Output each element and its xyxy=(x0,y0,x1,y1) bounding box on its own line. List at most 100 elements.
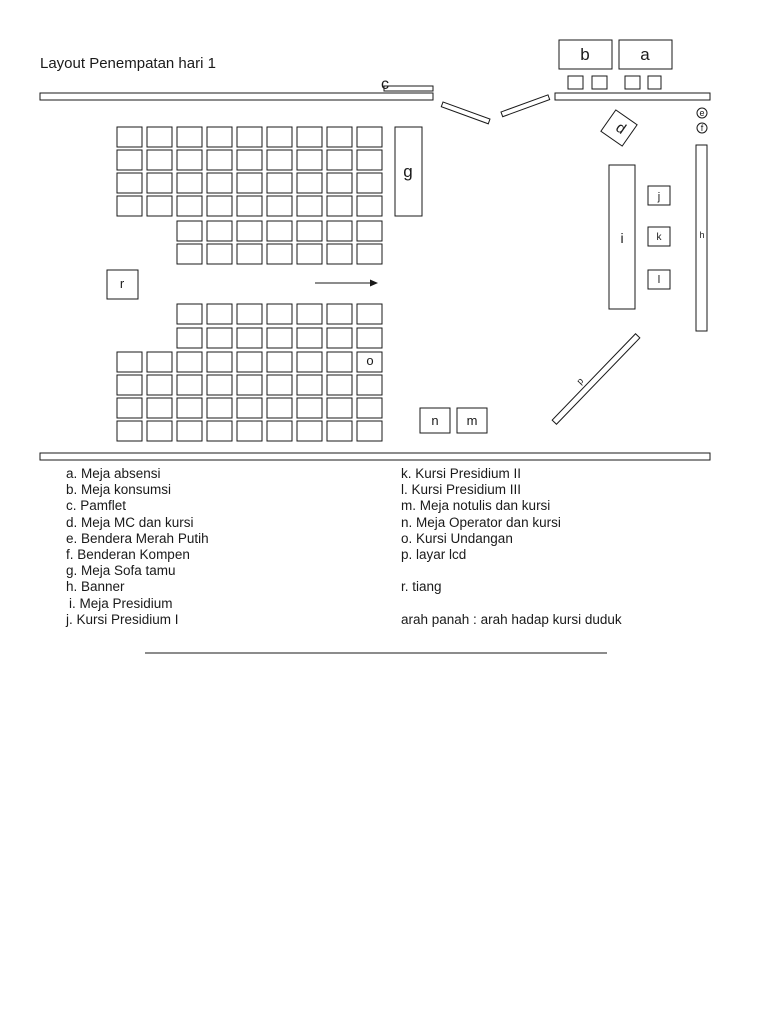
legend-item: n. Meja Operator dan kursi xyxy=(401,514,561,530)
legend-item: p. layar lcd xyxy=(401,547,467,563)
seat-r2-c3 xyxy=(176,149,203,171)
seat-r3-c9 xyxy=(356,172,383,194)
top-wall-left xyxy=(39,92,434,101)
chair-a1 xyxy=(624,75,641,90)
meja-absensi xyxy=(618,39,673,70)
seat-r8-c8 xyxy=(326,327,353,349)
chair-b2 xyxy=(591,75,608,90)
seat-r12-c9 xyxy=(356,420,383,442)
seat-r3-c5 xyxy=(236,172,263,194)
seat-r8-c6 xyxy=(266,327,293,349)
marker-c: c xyxy=(381,76,389,93)
marker-l: l xyxy=(658,274,660,286)
seat-r4-c2 xyxy=(146,195,173,217)
meja-konsumsi xyxy=(558,39,613,70)
marker-k: k xyxy=(657,232,663,243)
marker-o: o xyxy=(366,353,373,368)
seat-r10-c4 xyxy=(206,374,233,396)
seat-r1-c5 xyxy=(236,126,263,148)
seat-r12-c6 xyxy=(266,420,293,442)
seat-r6-c5 xyxy=(236,243,263,265)
seat-r4-c5 xyxy=(236,195,263,217)
seat-r4-c6 xyxy=(266,195,293,217)
legend-item: d. Meja MC dan kursi xyxy=(66,514,194,530)
pamflet xyxy=(383,85,434,92)
seat-r10-c6 xyxy=(266,374,293,396)
seat-r11-c9 xyxy=(356,397,383,419)
legend-item: h. Banner xyxy=(66,579,125,595)
seat-r1-c4 xyxy=(206,126,233,148)
meja-notulis xyxy=(456,407,488,434)
seat-r3-c2 xyxy=(146,172,173,194)
seat-r7-c5 xyxy=(236,303,263,325)
seat-r1-c3 xyxy=(176,126,203,148)
seat-r12-c2 xyxy=(146,420,173,442)
legend-item: g. Meja Sofa tamu xyxy=(66,563,176,579)
seat-r2-c7 xyxy=(296,149,323,171)
marker-i: i xyxy=(620,230,623,246)
seat-r9-c8 xyxy=(326,351,353,373)
seat-r1-c7 xyxy=(296,126,323,148)
top-wall-right xyxy=(554,92,711,101)
seat-r5-c4 xyxy=(206,220,233,242)
legend-item: i. Meja Presidium xyxy=(69,595,173,611)
seat-r4-c4 xyxy=(206,195,233,217)
seat-r1-c9 xyxy=(356,126,383,148)
marker-f: f xyxy=(701,123,704,133)
seat-r10-c9 xyxy=(356,374,383,396)
seat-r7-c9 xyxy=(356,303,383,325)
marker-m: m xyxy=(467,413,478,428)
seat-r1-c6 xyxy=(266,126,293,148)
seat-r12-c5 xyxy=(236,420,263,442)
seat-r2-c2 xyxy=(146,149,173,171)
marker-p: p xyxy=(575,376,586,387)
seat-r10-c3 xyxy=(176,374,203,396)
tiang xyxy=(106,269,139,300)
legend-gap xyxy=(401,563,622,579)
seat-r2-c9 xyxy=(356,149,383,171)
seat-r2-c4 xyxy=(206,149,233,171)
seat-r8-c9 xyxy=(356,327,383,349)
seat-r12-c4 xyxy=(206,420,233,442)
seat-r12-c1 xyxy=(116,420,143,442)
seat-r9-c5 xyxy=(236,351,263,373)
seat-r4-c3 xyxy=(176,195,203,217)
seat-r2-c1 xyxy=(116,149,143,171)
seat-r1-c8 xyxy=(326,126,353,148)
seat-r8-c7 xyxy=(296,327,323,349)
meja-mc xyxy=(600,109,638,147)
seat-r12-c7 xyxy=(296,420,323,442)
seat-r10-c8 xyxy=(326,374,353,396)
banner xyxy=(695,144,708,332)
seat-r3-c6 xyxy=(266,172,293,194)
seat-r3-c1 xyxy=(116,172,143,194)
marker-d: d xyxy=(612,119,629,138)
seat-r10-c7 xyxy=(296,374,323,396)
seat-r3-c7 xyxy=(296,172,323,194)
bendera-kompen xyxy=(696,122,708,134)
page-title: Layout Penempatan hari 1 xyxy=(40,55,216,72)
seat-r3-c8 xyxy=(326,172,353,194)
seat-r6-c4 xyxy=(206,243,233,265)
seat-r2-c8 xyxy=(326,149,353,171)
seat-r5-c5 xyxy=(236,220,263,242)
seat-r7-c3 xyxy=(176,303,203,325)
marker-r: r xyxy=(120,276,125,291)
seat-r4-c1 xyxy=(116,195,143,217)
legend-right: k. Kursi Presidium II l. Kursi Presidium… xyxy=(401,466,622,628)
seat-r12-c3 xyxy=(176,420,203,442)
meja-operator xyxy=(419,407,451,434)
seat-r8-c4 xyxy=(206,327,233,349)
seat-r9-c9 xyxy=(356,351,383,373)
legend-item: a. Meja absensi xyxy=(66,466,161,481)
kursi-presidium-2 xyxy=(647,226,671,247)
legend-item: arah panah : arah hadap kursi duduk xyxy=(401,611,622,627)
seat-r4-c8 xyxy=(326,195,353,217)
meja-presidium xyxy=(608,164,636,310)
seat-r2-c5 xyxy=(236,149,263,171)
seat-r6-c9 xyxy=(356,243,383,265)
legend-item: e. Bendera Merah Putih xyxy=(66,530,209,546)
legend-item: f. Benderan Kompen xyxy=(66,547,190,563)
